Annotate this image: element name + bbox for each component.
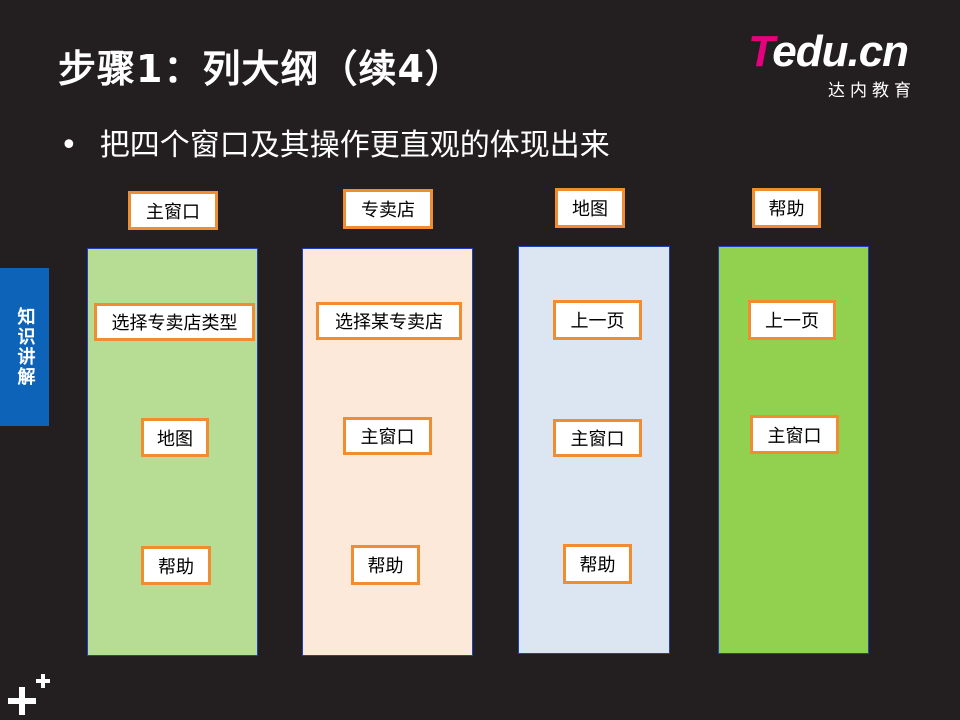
logo-wordmark: Tedu.cn bbox=[748, 27, 909, 76]
window-header-help: 帮助 bbox=[752, 188, 821, 228]
action-previous-page[interactable]: 上一页 bbox=[748, 300, 836, 340]
action-map[interactable]: 地图 bbox=[141, 418, 209, 457]
window-header-store: 专卖店 bbox=[343, 189, 433, 229]
action-help[interactable]: 帮助 bbox=[141, 546, 211, 585]
action-help[interactable]: 帮助 bbox=[563, 544, 632, 584]
action-previous-page[interactable]: 上一页 bbox=[553, 300, 642, 340]
window-header-map: 地图 bbox=[555, 188, 625, 228]
logo-text-rest: edu.cn bbox=[772, 27, 909, 76]
bullet-dot: • bbox=[60, 128, 78, 163]
action-main-window[interactable]: 主窗口 bbox=[750, 415, 839, 454]
window-header-main: 主窗口 bbox=[128, 191, 218, 230]
bullet-text: 把四个窗口及其操作更直观的体现出来 bbox=[99, 128, 610, 163]
tedu-logo: Tedu.cn 达内教育 bbox=[748, 27, 928, 102]
logo-letter-t: T bbox=[748, 27, 773, 76]
logo-subtitle: 达内教育 bbox=[828, 81, 916, 101]
action-select-store[interactable]: 选择某专卖店 bbox=[316, 302, 462, 340]
side-tab-label: 知识讲解 bbox=[14, 307, 36, 387]
action-help[interactable]: 帮助 bbox=[351, 545, 420, 585]
slide-title: 步骤1：列大纲（续4） bbox=[58, 47, 464, 91]
plus-icon bbox=[8, 674, 50, 715]
side-tab: 知识讲解 bbox=[0, 268, 49, 426]
action-main-window[interactable]: 主窗口 bbox=[553, 419, 642, 457]
action-select-store-type[interactable]: 选择专卖店类型 bbox=[94, 303, 255, 341]
bullet-point: • 把四个窗口及其操作更直观的体现出来 bbox=[60, 120, 610, 164]
action-main-window[interactable]: 主窗口 bbox=[343, 417, 432, 455]
